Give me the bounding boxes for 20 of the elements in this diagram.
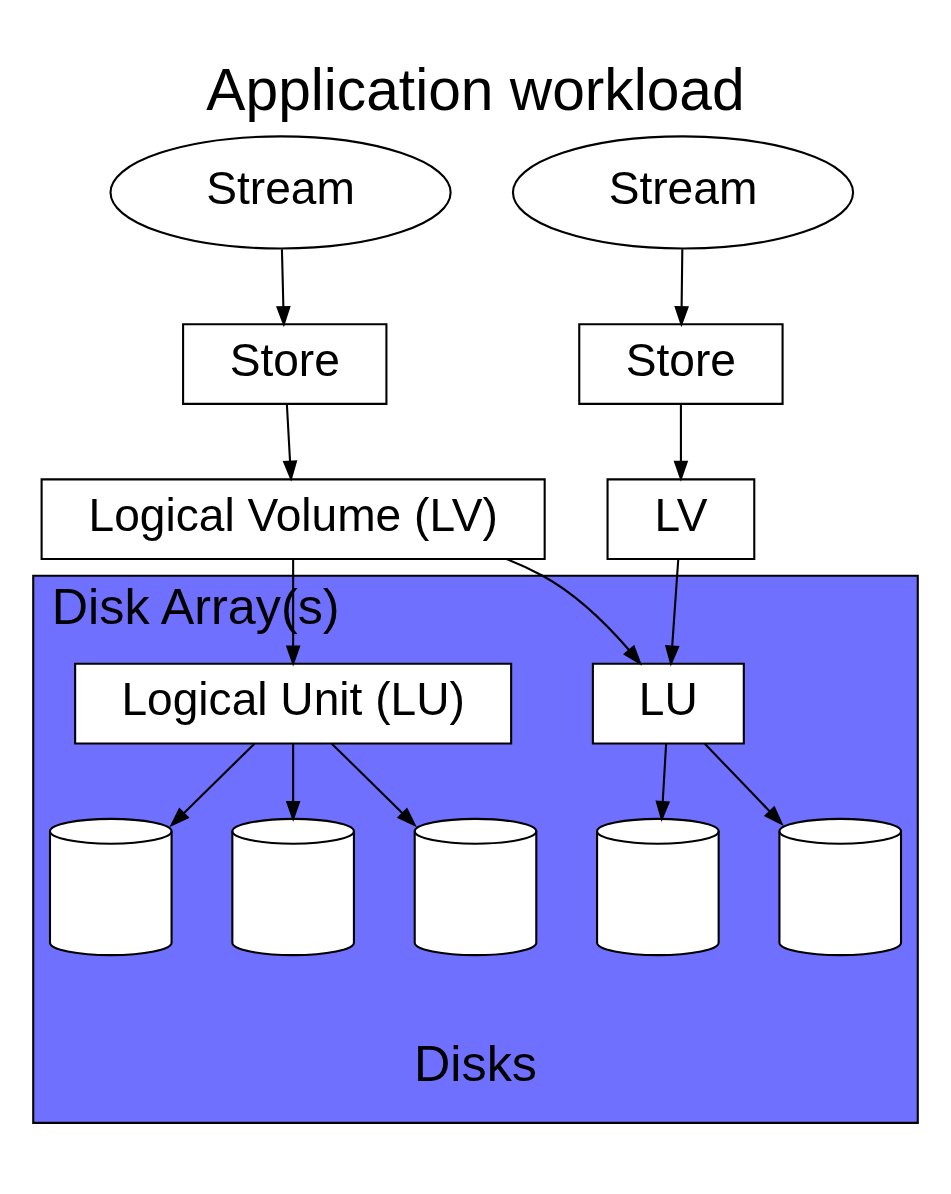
arrow <box>285 743 301 822</box>
node-box: Store <box>182 323 388 405</box>
arrow <box>655 743 671 822</box>
arrow <box>704 743 784 826</box>
arrow <box>664 559 680 667</box>
arrow <box>331 742 417 828</box>
arrow <box>674 249 689 328</box>
node-box: Store <box>578 323 784 405</box>
arrow <box>169 742 256 828</box>
diagram-title: Application workload <box>206 56 745 122</box>
arrow <box>673 404 689 482</box>
node-box: LV <box>606 478 756 561</box>
node-ellipse: Stream <box>109 135 452 250</box>
node-ellipse: Stream <box>511 135 855 250</box>
arrow <box>276 249 291 328</box>
label: Disks <box>414 1035 537 1093</box>
arrow <box>282 404 298 482</box>
node-box: Logical Unit (LU) <box>74 662 513 745</box>
node-box: LU <box>591 662 745 745</box>
node-box: Logical Volume (LV) <box>40 478 546 561</box>
